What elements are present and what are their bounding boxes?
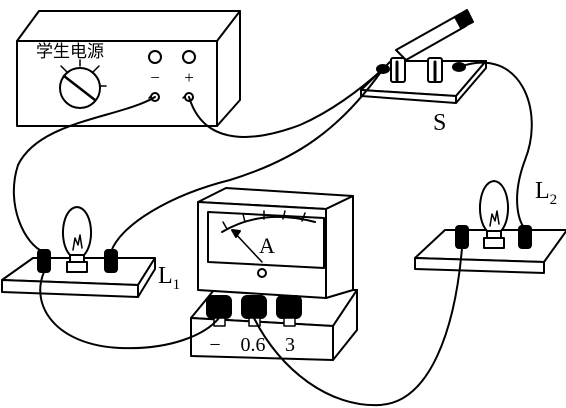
wire-l1-to-switch (110, 68, 384, 253)
bulb-l2 (414, 180, 566, 274)
ammeter-symbol: A (259, 233, 275, 258)
ammeter-terminal-3[interactable] (276, 295, 302, 327)
bulb-l1 (1, 206, 156, 298)
wire-plus-to-switch (188, 68, 384, 138)
bulb-l2-label: L2 (535, 178, 557, 208)
terminal-post-l1-left[interactable] (37, 249, 51, 273)
power-minus-label: − (150, 68, 160, 87)
ammeter-dial-face (207, 211, 325, 269)
bulb-l1-label: L1 (158, 263, 180, 293)
ammeter-terminal-3-label: 3 (285, 334, 295, 356)
wire-switch-to-l2 (458, 61, 533, 229)
ammeter-terminal-06-label: 0.6 (241, 334, 266, 356)
switch[interactable] (360, 9, 487, 104)
wire-l1-to-ammeter (39, 271, 220, 350)
upper-terminal-minus[interactable] (148, 50, 162, 64)
wire-ammeter-to-l2 (253, 247, 463, 407)
ammeter (190, 187, 358, 361)
upper-terminal-plus[interactable] (182, 50, 196, 64)
wire-minus-to-l1 (12, 96, 156, 253)
terminal-post-l2-right[interactable] (518, 225, 532, 249)
terminal-post-l1-right[interactable] (104, 249, 118, 273)
switch-label: S (433, 110, 446, 136)
ammeter-terminal-minus-label: − (209, 334, 220, 356)
terminal-post-l2-left[interactable] (455, 225, 469, 249)
power-supply-label: 学生电源 (36, 42, 104, 62)
wires (12, 61, 533, 407)
power-plus-label: + (184, 68, 194, 87)
